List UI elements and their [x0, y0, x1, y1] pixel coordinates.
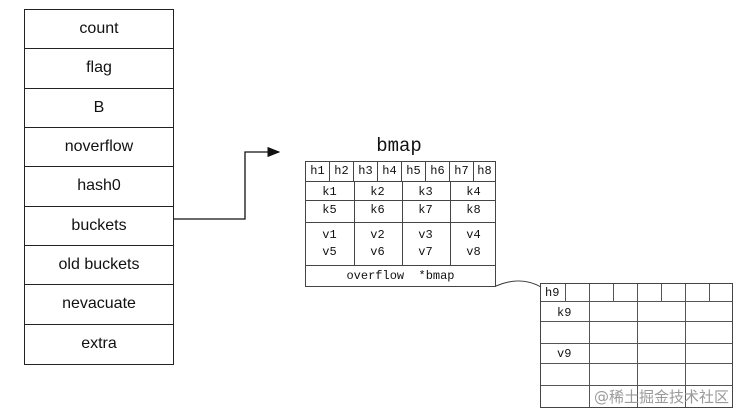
hmap-field-extra: extra — [81, 335, 117, 353]
tophash-cell: h4 — [378, 162, 402, 181]
key-cell: k6 — [370, 203, 385, 217]
value-cell: v3 — [418, 228, 433, 242]
hmap-field-old-buckets: old buckets — [25, 246, 173, 286]
tophash-cell: h8 — [477, 164, 492, 178]
tophash-row: h1 h2 h3 h4 h5 h6 h7 h8 — [306, 162, 495, 182]
key-cell: k7 — [418, 203, 433, 217]
key-cell: k1 — [322, 185, 337, 199]
tophash-cell: h1 — [306, 162, 330, 181]
overflow-value-v9: v9 — [557, 347, 572, 361]
hmap-struct: count flag B noverflow hash0 buckets old… — [24, 9, 174, 365]
hmap-field-noverflow: noverflow — [25, 128, 173, 168]
watermark: @稀土掘金技术社区 — [594, 388, 730, 406]
value-cell: v8 — [466, 245, 481, 259]
hmap-field-count: count — [25, 10, 173, 50]
row-divider — [306, 200, 495, 201]
overflow-key-k9: k9 — [557, 306, 572, 320]
key-cell: k5 — [322, 203, 337, 217]
key-cell: k8 — [466, 203, 481, 217]
hmap-field-b: B — [25, 89, 173, 128]
tophash-cell: h2 — [330, 162, 354, 181]
row-divider — [306, 222, 495, 223]
hmap-field-hash0: hash0 — [25, 167, 173, 207]
value-cell: v2 — [370, 228, 385, 242]
column-divider — [450, 181, 451, 266]
overflow-pointer-label: overflow *bmap — [346, 269, 455, 283]
tophash-cell: h6 — [426, 162, 450, 181]
value-cell: v4 — [466, 228, 481, 242]
column-divider — [402, 181, 403, 266]
tophash-cell: h3 — [354, 162, 378, 181]
overflow-bucket-grid — [541, 284, 732, 407]
overflow-pointer-curve — [495, 280, 542, 288]
hmap-field-flag: flag — [25, 49, 173, 89]
column-divider — [354, 181, 355, 266]
row-divider — [306, 265, 495, 266]
value-cell: v1 — [322, 228, 337, 242]
overflow-bucket: h9 k9 v9 — [540, 283, 733, 408]
value-cell: v5 — [322, 245, 337, 259]
bmap-title: bmap — [376, 135, 422, 157]
value-cell: v6 — [370, 245, 385, 259]
tophash-cell: h7 — [450, 162, 474, 181]
hmap-field-nevacuate: nevacuate — [25, 285, 173, 325]
overflow-tophash-h9: h9 — [545, 286, 560, 300]
tophash-cell: h5 — [402, 162, 426, 181]
buckets-pointer-arrow — [174, 146, 281, 220]
key-cell: k3 — [418, 185, 433, 199]
hmap-field-buckets: buckets — [25, 207, 173, 246]
value-cell: v7 — [418, 245, 433, 259]
bmap-bucket: h1 h2 h3 h4 h5 h6 h7 h8 k1 k2 k3 k4 k5 k… — [305, 161, 496, 287]
key-cell: k4 — [466, 185, 481, 199]
key-cell: k2 — [370, 185, 385, 199]
